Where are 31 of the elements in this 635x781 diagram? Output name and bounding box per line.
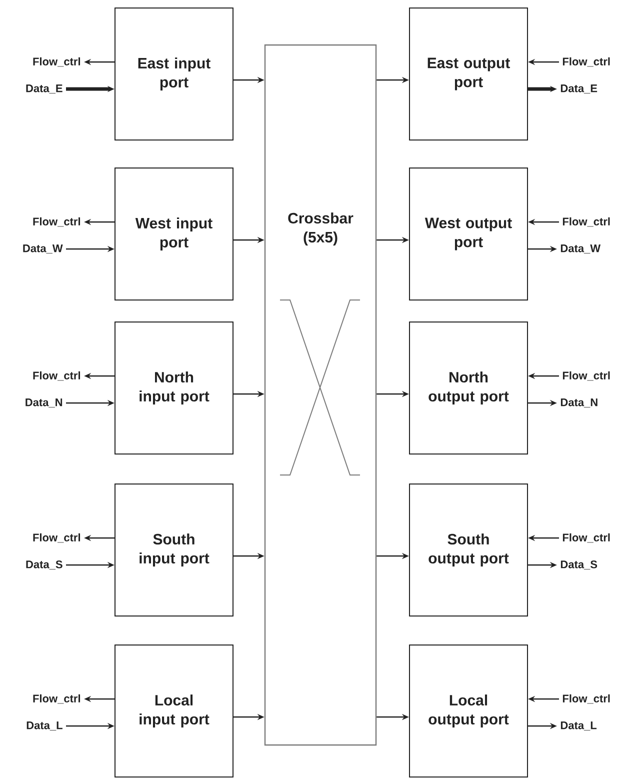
signal-label: Data_E xyxy=(560,84,598,94)
signal-label: Flow_ctrl xyxy=(562,533,610,543)
signal-label: Flow_ctrl xyxy=(562,57,610,67)
signal-label: Flow_ctrl xyxy=(562,694,610,704)
signal-label: Flow_ctrl xyxy=(33,533,80,543)
output-port-box: West output port xyxy=(409,168,528,300)
signal-label: Flow_ctrl xyxy=(33,217,80,227)
signal-label: Flow_ctrl xyxy=(33,57,80,67)
input-port-box: North input port xyxy=(114,322,234,454)
input-port-box: East input port xyxy=(114,8,234,140)
signal-label: Data_E xyxy=(26,84,62,94)
output-port-box: East output port xyxy=(409,8,528,140)
signal-label: Flow_ctrl xyxy=(562,217,610,227)
signal-label: Data_N xyxy=(560,398,598,408)
output-port-box: South output port xyxy=(409,484,528,616)
signal-label: Data_S xyxy=(560,560,598,570)
output-port-box: Local output port xyxy=(409,644,528,778)
signal-label: Data_W xyxy=(560,244,601,254)
signal-label: Data_N xyxy=(26,398,62,408)
signal-label: Flow_ctrl xyxy=(562,371,610,381)
signal-label: Data_W xyxy=(23,244,63,254)
signal-label: Data_S xyxy=(26,560,62,570)
input-port-box: West input port xyxy=(114,168,234,300)
signal-label: Data_L xyxy=(560,722,597,730)
signal-label: Data_L xyxy=(26,722,62,730)
input-port-box: Local input port xyxy=(114,644,234,778)
crossbar-box: Crossbar (5x5) xyxy=(264,44,377,746)
signal-label: Flow_ctrl xyxy=(33,694,80,704)
input-port-box: South input port xyxy=(114,484,234,616)
output-port-box: North output port xyxy=(409,322,528,454)
signal-label: Flow_ctrl xyxy=(33,371,80,381)
